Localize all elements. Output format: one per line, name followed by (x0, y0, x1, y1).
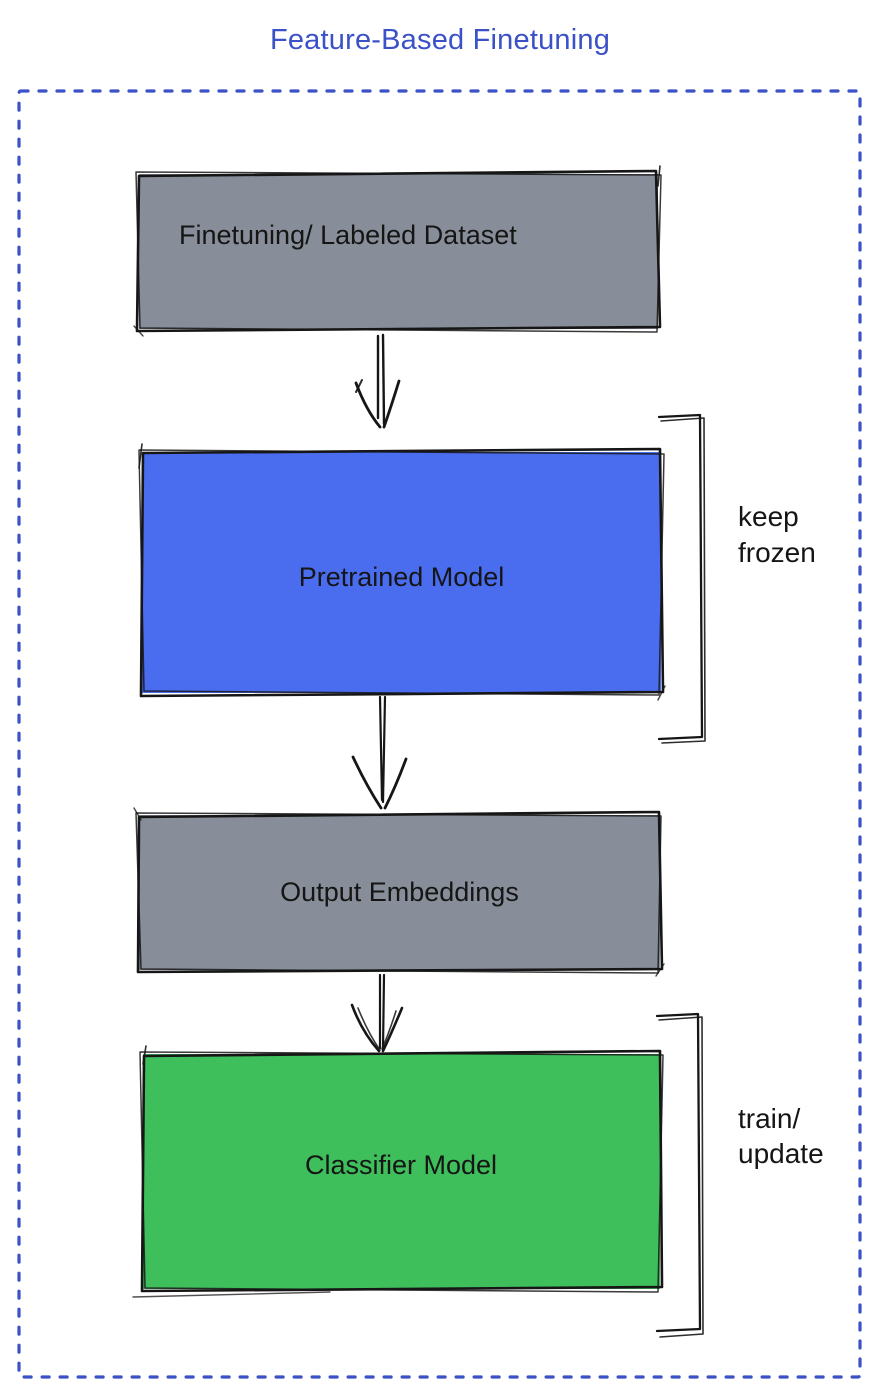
bracket-train-update (655, 1012, 704, 1338)
node-fill-pretrained-model (142, 452, 661, 693)
diagram-title: Feature-Based Finetuning (269, 24, 611, 56)
node-border-output-embeddings (133, 807, 665, 977)
node-fill-output-embeddings (139, 815, 660, 970)
node-border-pretrained-model (138, 443, 666, 701)
bracket-keep-frozen (657, 413, 706, 744)
annotation-train-update: train/ update (738, 1103, 824, 1169)
node-fill-classifier-model (143, 1054, 660, 1289)
annotation-keep-frozen: keep frozen (738, 501, 816, 568)
arrow-embeddings-to-classifier (350, 973, 404, 1053)
arrow-pretrained-to-embeddings (351, 695, 408, 810)
node-border-classifier-model (132, 1045, 664, 1298)
dotted-boundary (17, 89, 862, 1379)
arrow-dataset-to-pretrained (354, 333, 401, 429)
node-fill-finetuning-dataset (139, 174, 658, 329)
node-border-finetuning-dataset (133, 165, 662, 337)
